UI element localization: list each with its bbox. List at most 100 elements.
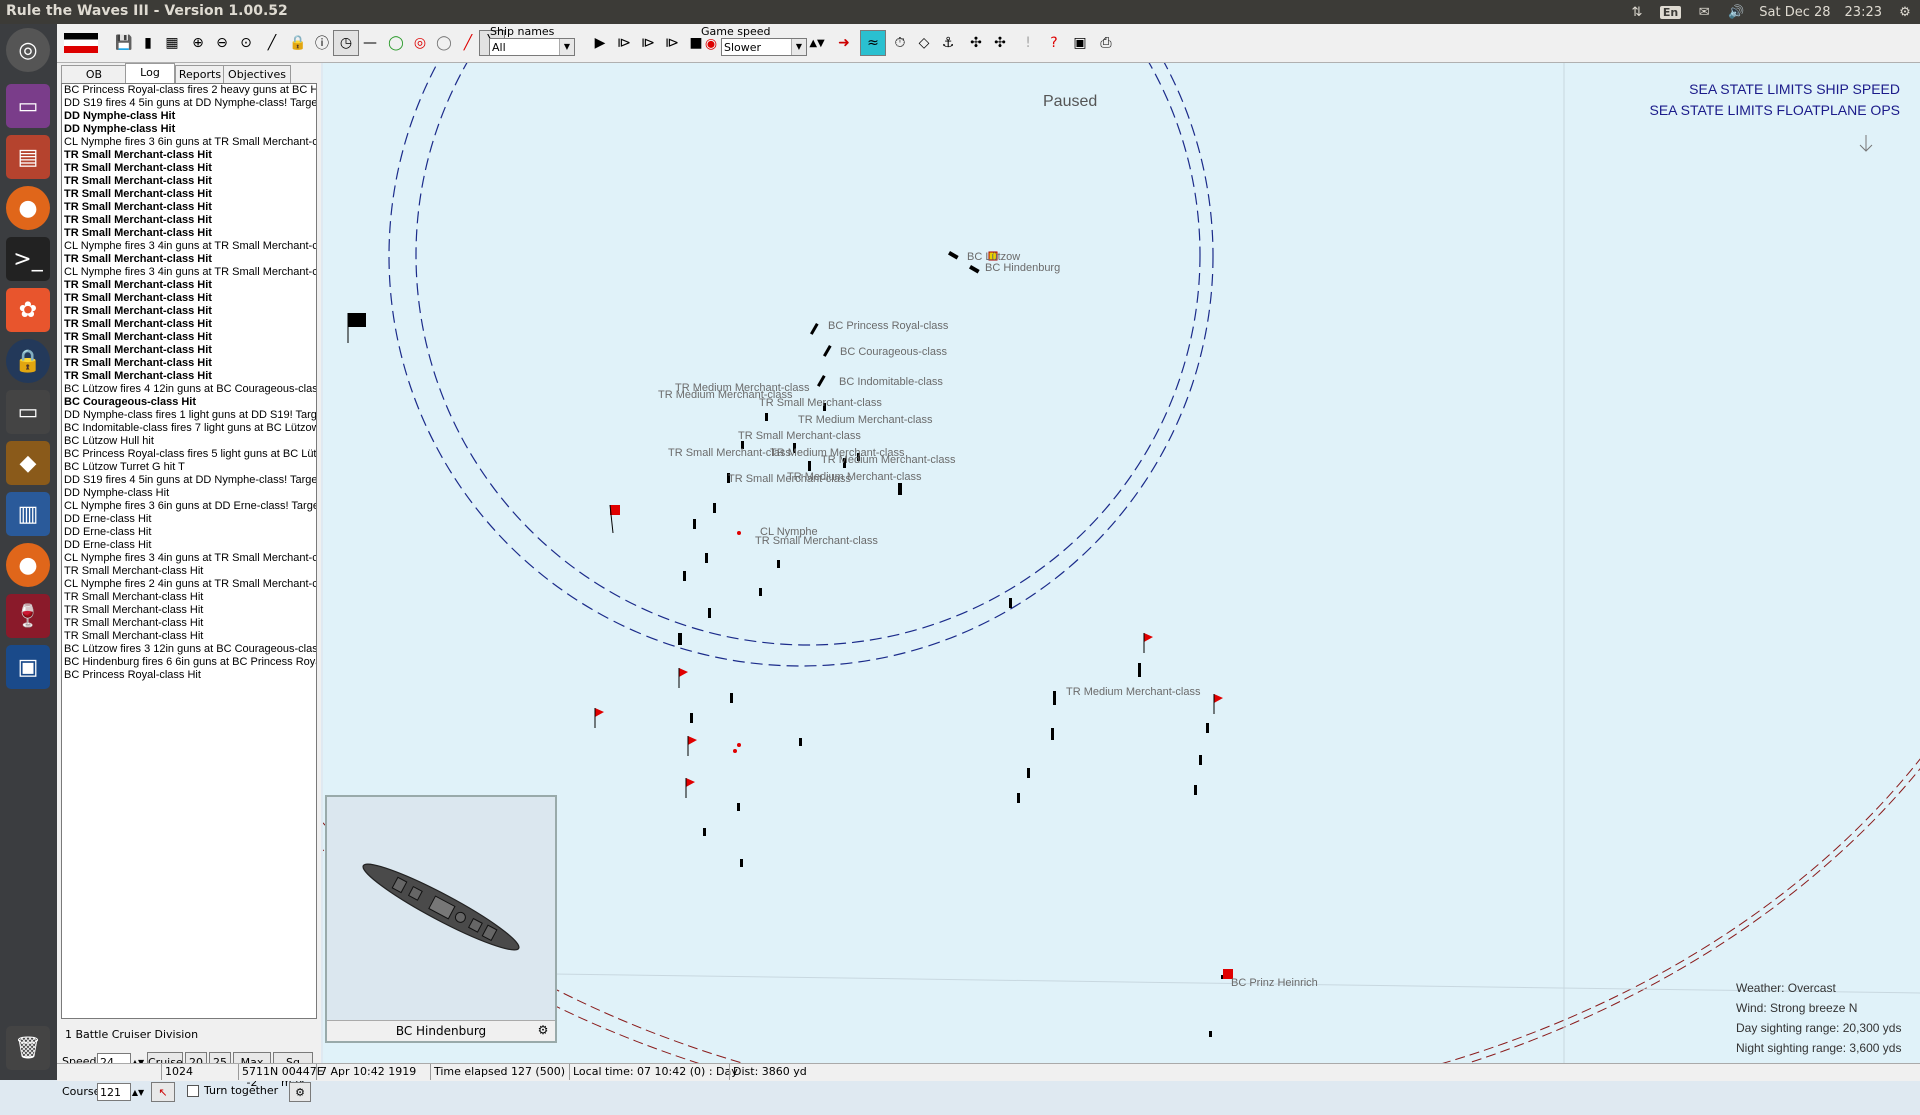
- ship-label[interactable]: CL Nymphe: [760, 526, 818, 538]
- ship-label[interactable]: TR Small Merchant-class: [759, 397, 882, 409]
- system-clock[interactable]: 23:23: [1844, 4, 1882, 20]
- ubuntu-dash-icon[interactable]: ◎: [6, 28, 50, 72]
- eraser-icon[interactable]: ◇: [918, 35, 930, 51]
- ship-label[interactable]: BC Courageous-class: [840, 346, 947, 358]
- zoom-fit-icon[interactable]: ⊙: [240, 35, 252, 51]
- draw-line-icon[interactable]: ╱: [267, 35, 277, 51]
- virtualbox-icon[interactable]: ▣: [6, 645, 50, 689]
- zoom-in-icon[interactable]: ⊕: [192, 35, 204, 51]
- network-icon[interactable]: ⇅: [1631, 4, 1643, 20]
- step-five-icon[interactable]: ⧐: [641, 35, 655, 51]
- alarm-icon[interactable]: ◉: [704, 36, 718, 52]
- window-title: Rule the Waves III - Version 1.00.52: [6, 3, 288, 19]
- ship-label[interactable]: BC Hindenburg: [985, 262, 1061, 274]
- step-icon[interactable]: ⧐: [617, 35, 631, 51]
- ship-label[interactable]: TR Small Merchant-class: [728, 473, 851, 485]
- mail-icon[interactable]: ✉: [1698, 4, 1710, 20]
- left-panel: OB Log Reports Objectives BC Princess Ro…: [57, 63, 321, 1102]
- tab-objectives[interactable]: Objectives: [223, 65, 291, 84]
- game-speed-select[interactable]: Slower▼: [721, 38, 807, 56]
- ship-label[interactable]: TR Medium Merchant-class: [798, 414, 933, 426]
- enemy-range-ring-inner: [323, 757, 1920, 1063]
- window-app-icon[interactable]: ▭: [6, 390, 50, 434]
- file-manager-icon[interactable]: ▤: [6, 135, 50, 179]
- ship-label[interactable]: TR Medium Merchant-class: [1066, 686, 1201, 698]
- trash-icon[interactable]: 🗑: [6, 1026, 50, 1070]
- settings-icon[interactable]: ⚙: [289, 1082, 311, 1102]
- log-entry: DD Erne-class Hit: [64, 539, 152, 551]
- ship-names-select[interactable]: All▼: [489, 38, 575, 56]
- stop-icon[interactable]: ■: [689, 35, 703, 51]
- tab-ob[interactable]: OB: [61, 65, 127, 84]
- range-circle-icon[interactable]: ◯: [436, 35, 452, 51]
- system-date[interactable]: Sat Dec 28: [1759, 4, 1831, 20]
- ship-label[interactable]: TR Medium Merchant-class: [787, 471, 922, 483]
- ship-label[interactable]: TR Medium Merchant-class: [658, 389, 793, 401]
- volume-icon[interactable]: 🔊: [1728, 4, 1745, 20]
- save-icon[interactable]: 💾: [115, 35, 133, 51]
- app-window-icon[interactable]: ▭: [6, 84, 50, 128]
- flag-icon[interactable]: [61, 30, 101, 56]
- game-speed-label: Game speed: [701, 25, 771, 38]
- speed-spinner-icon[interactable]: ▲▼: [809, 37, 825, 49]
- weather-readout: Weather: Overcast: [1736, 981, 1836, 995]
- ship-label[interactable]: TR Small Merchant-class: [755, 535, 878, 547]
- wind-readout: Wind: Strong breeze N: [1736, 1001, 1858, 1015]
- tab-log[interactable]: Log: [125, 63, 175, 84]
- course-spinner-icon[interactable]: ▲▼: [131, 1087, 145, 1097]
- ship-label[interactable]: BC Princess Royal-class: [828, 320, 949, 332]
- ship-label[interactable]: BC Prinz Heinrich: [1231, 977, 1318, 989]
- help-icon[interactable]: ?: [1050, 35, 1058, 51]
- lock-icon[interactable]: 🔒: [6, 339, 50, 383]
- document-icon[interactable]: ▥: [6, 492, 50, 536]
- ship-label[interactable]: BC Lützow: [967, 251, 1021, 263]
- battle-log[interactable]: BC Princess Royal-class fires 2 heavy gu…: [61, 83, 317, 1019]
- ship-label[interactable]: TR Small Merchant-class: [668, 447, 791, 459]
- firefox-icon[interactable]: ●: [6, 543, 50, 587]
- stopwatch-icon[interactable]: ⏱: [894, 35, 906, 51]
- sea-state-icon[interactable]: ≈: [860, 30, 886, 56]
- ship-label[interactable]: TR Medium Merchant-class: [675, 382, 810, 394]
- ship-label[interactable]: TR Medium Merchant-class: [770, 447, 905, 459]
- keyboard-layout-indicator[interactable]: En: [1659, 5, 1682, 19]
- terminal-icon[interactable]: >_: [6, 237, 50, 281]
- color-picker-icon[interactable]: ✿: [6, 288, 50, 332]
- ship-label[interactable]: BC Indomitable-class: [839, 376, 943, 388]
- clock-icon[interactable]: ◷: [333, 30, 359, 56]
- settings-gear-icon[interactable]: ⚙: [1899, 4, 1911, 20]
- tab-reports[interactable]: Reports: [175, 65, 225, 84]
- turn-together-checkbox[interactable]: [187, 1085, 199, 1097]
- formation-icon[interactable]: ✣: [970, 35, 982, 51]
- ship-label[interactable]: TR Small Merchant-class: [738, 430, 861, 442]
- report-icon[interactable]: ▣: [1073, 35, 1087, 51]
- log-entry: TR Small Merchant-class Hit: [64, 188, 212, 200]
- log-entry: BC Indomitable-class fires 7 light guns …: [64, 422, 316, 434]
- step-fifteen-icon[interactable]: ⧐: [665, 35, 679, 51]
- play-icon[interactable]: ▶: [594, 35, 606, 51]
- pointer-arrow-icon[interactable]: ↖: [151, 1082, 175, 1102]
- book-icon[interactable]: ▮: [144, 35, 152, 51]
- target-icon[interactable]: ◎: [413, 35, 427, 51]
- ship-anchor-icon[interactable]: ⚓: [941, 35, 955, 51]
- zoom-out-icon[interactable]: ⊖: [216, 35, 228, 51]
- wine-icon[interactable]: 🍷: [6, 594, 50, 638]
- red-line-icon[interactable]: ╱: [463, 35, 473, 51]
- ship-settings-icon[interactable]: ⚙: [537, 1023, 549, 1037]
- exclamation-icon[interactable]: !: [1025, 35, 1031, 51]
- ship-report-icon[interactable]: ▦: [165, 35, 179, 51]
- info-icon[interactable]: ⓘ: [315, 36, 329, 52]
- lock-icon[interactable]: 🔒: [289, 35, 307, 51]
- ship-label[interactable]: TR Medium Merchant-class: [821, 454, 956, 466]
- print-icon[interactable]: ⎙: [1100, 35, 1112, 51]
- sea-state-floatplane-warning: SEA STATE LIMITS FLOATPLANE OPS: [1649, 102, 1900, 118]
- red-arrow-icon[interactable]: ➜: [838, 35, 850, 51]
- log-entry: BC Hindenburg fires 6 6in guns at BC Pri…: [64, 656, 316, 668]
- firefox-icon[interactable]: ●: [6, 186, 50, 230]
- minus-icon[interactable]: —: [363, 35, 377, 51]
- dosbox-icon[interactable]: ◆: [6, 441, 50, 485]
- tactical-map[interactable]: Paused SEA STATE LIMITS SHIP SPEED SEA S…: [323, 63, 1920, 1063]
- speed-spinner-icon[interactable]: ▲▼: [131, 1057, 145, 1067]
- formation-settings-icon[interactable]: ✣: [994, 35, 1006, 51]
- green-circle-icon[interactable]: ◯: [388, 35, 404, 51]
- course-input[interactable]: 121: [97, 1083, 131, 1101]
